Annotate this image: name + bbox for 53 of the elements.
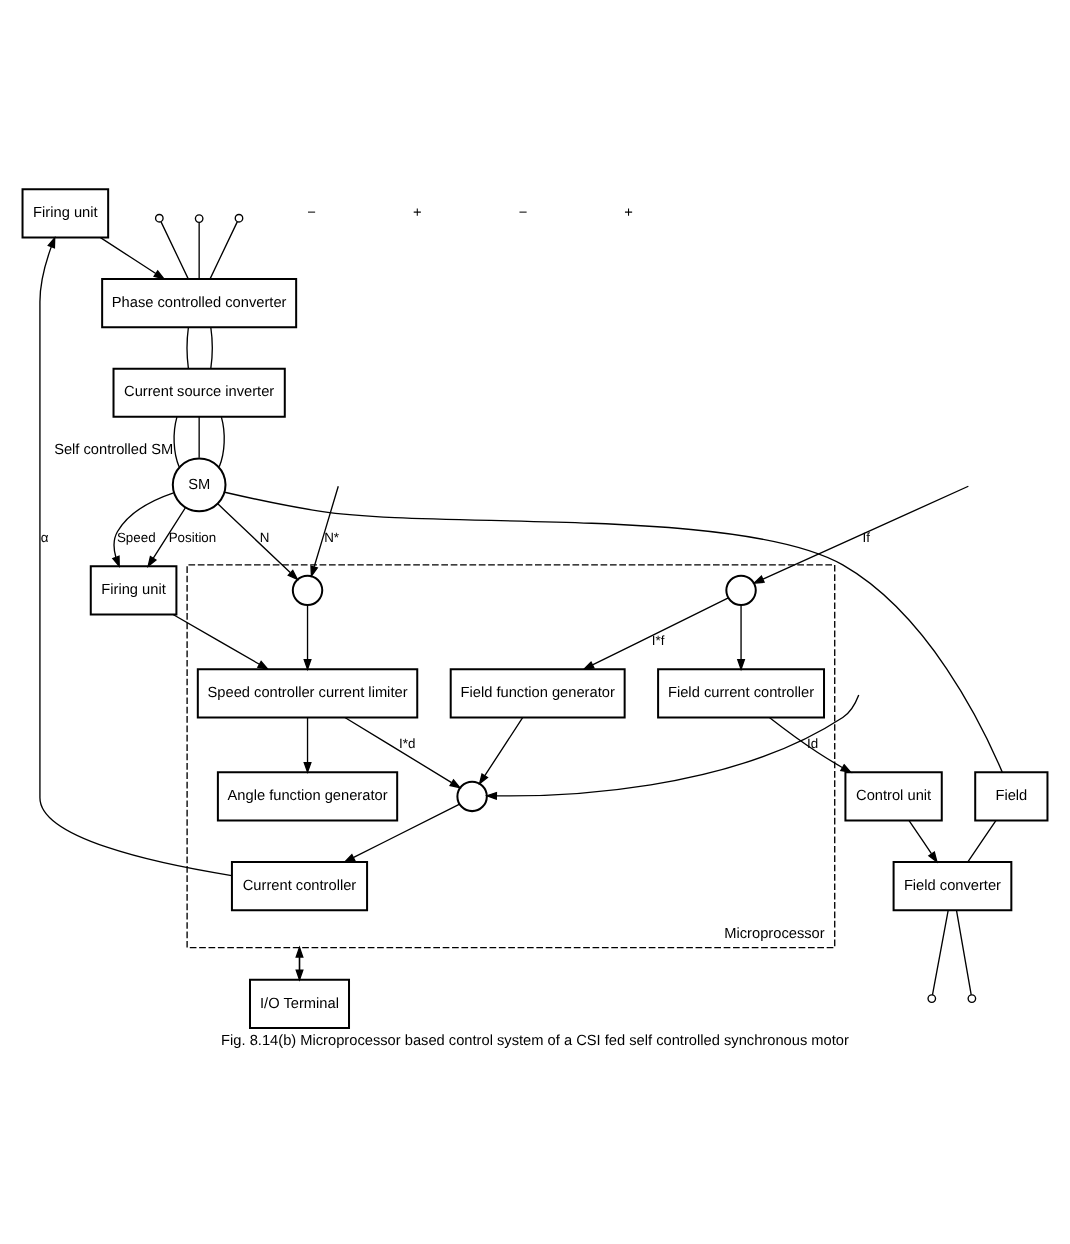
connector xyxy=(955,910,972,996)
connector xyxy=(198,416,200,459)
connector xyxy=(218,416,225,468)
node-box: Current source inverter xyxy=(112,367,286,418)
label: + xyxy=(412,203,422,222)
caption: Fig. 8.14(b) Microprocessor based control system of a CSI fed self controlled synchronous motor xyxy=(221,1031,849,1050)
node-circle xyxy=(725,574,757,607)
node-box: Field function generator xyxy=(449,668,626,719)
node-box: Field converter xyxy=(892,860,1013,912)
node-label: Self controlled SM xyxy=(54,440,174,459)
connector xyxy=(224,491,1003,773)
arrow xyxy=(217,503,299,581)
node-box: Angle function generator xyxy=(216,771,399,822)
connector xyxy=(209,220,239,280)
arrow xyxy=(344,716,462,789)
node-box: Firing unit xyxy=(89,565,178,616)
arrow xyxy=(484,694,860,801)
node-box: Field xyxy=(974,771,1049,822)
connector xyxy=(173,416,180,468)
arrow xyxy=(478,716,524,786)
node-box: Firing unit xyxy=(21,188,110,239)
label: − xyxy=(307,203,316,222)
arrow xyxy=(736,604,746,672)
node-box: I/O Terminal xyxy=(249,978,350,1029)
connector xyxy=(931,910,949,996)
arrow xyxy=(310,485,339,578)
arrow xyxy=(99,236,166,280)
node-box: Current controller xyxy=(230,860,369,912)
connector xyxy=(160,220,189,280)
node-box: Phase controlled converter xyxy=(101,278,298,329)
arrow xyxy=(303,716,312,775)
arrow xyxy=(172,613,270,671)
arrow xyxy=(768,716,853,774)
arrow xyxy=(303,604,312,672)
node-box: Control unit xyxy=(844,771,943,822)
connector xyxy=(186,326,190,370)
label: + xyxy=(624,203,633,222)
node-circle: SM xyxy=(171,457,227,513)
node-box: Field current controller xyxy=(657,668,826,719)
label: − xyxy=(518,203,528,222)
connector xyxy=(198,221,200,280)
node-circle xyxy=(456,780,488,813)
arrow xyxy=(908,819,939,864)
arrow xyxy=(111,492,175,568)
node-box: Speed controller current limiter xyxy=(196,668,419,719)
arrow xyxy=(582,597,729,671)
connector xyxy=(967,819,997,863)
arrow xyxy=(752,485,970,584)
connector xyxy=(210,326,213,370)
arrow xyxy=(343,803,460,863)
arrow xyxy=(39,235,233,877)
arrow xyxy=(147,507,186,568)
node-circle xyxy=(291,574,324,607)
